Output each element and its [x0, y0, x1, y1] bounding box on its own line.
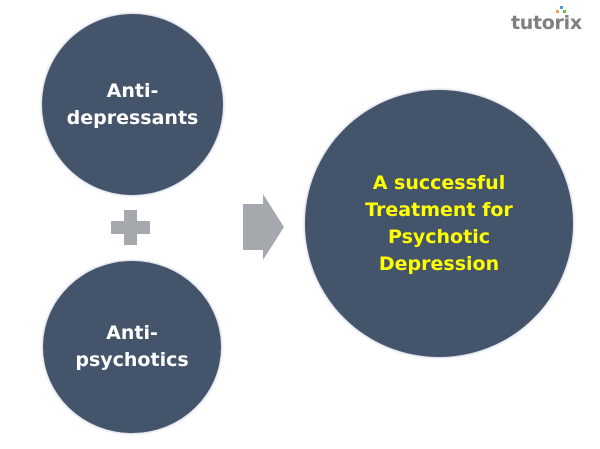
- plus-icon: [111, 210, 150, 245]
- result-circle: A successful Treatment for Psychotic Dep…: [305, 90, 573, 357]
- logo-text: tutorix: [511, 12, 582, 34]
- logo-dot-green: [563, 10, 566, 13]
- tutorix-logo: tutorix: [511, 6, 593, 36]
- antidepressants-circle: Anti- depressants: [42, 14, 223, 195]
- result-label: A successful Treatment for Psychotic Dep…: [365, 171, 513, 275]
- arrow-right-icon: [243, 194, 284, 260]
- logo-dot-blue: [560, 6, 563, 9]
- antipsychotics-circle: Anti- psychotics: [43, 261, 221, 433]
- antidepressants-label: Anti- depressants: [66, 79, 199, 129]
- logo-dot-orange: [556, 10, 559, 13]
- antipsychotics-label: Anti- psychotics: [75, 322, 189, 371]
